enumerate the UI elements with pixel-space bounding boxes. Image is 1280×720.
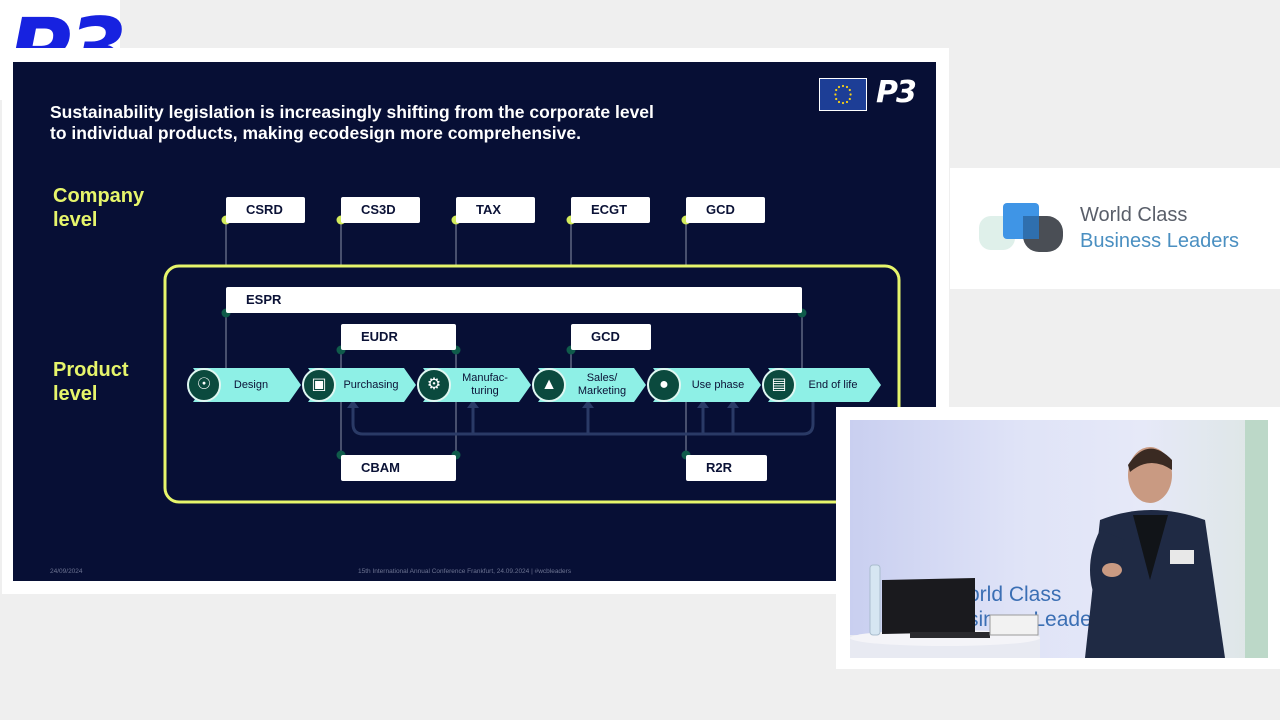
wcbl-title-line-2: Business Leaders — [1080, 230, 1239, 252]
slide-footer-conference: 15th International Annual Conference Fra… — [358, 568, 572, 575]
regulation-tax: TAX — [456, 197, 535, 223]
wcbl-title-line-1: World Class — [1080, 204, 1188, 226]
regulation-gcd-company: GCD — [686, 197, 765, 223]
slide-headline: Sustainability legislation is increasing… — [50, 102, 790, 144]
company-level-label: Company level — [53, 184, 144, 232]
legislation-diagram — [163, 215, 901, 504]
phase-purchasing-label: Purchasing — [343, 379, 399, 391]
phase-sales-marketing: Sales/ Marketing — [569, 372, 635, 398]
regulation-cbam: CBAM — [341, 455, 456, 481]
regulation-gcd-product: GCD — [571, 324, 651, 350]
regulation-csrd: CSRD — [226, 197, 305, 223]
headline-line-1: Sustainability legislation is increasing… — [50, 102, 654, 122]
phase-sales-label-2: Marketing — [577, 385, 627, 397]
phase-use-label: Use phase — [691, 379, 745, 391]
phase-use: Use phase — [685, 379, 751, 392]
company-level-line-1: Company — [53, 185, 145, 207]
phase-manufacturing-label-2: turing — [471, 385, 499, 397]
headline-line-2: to individual products, making ecodesign… — [50, 123, 581, 143]
p3-slide-logo: P3 — [876, 75, 917, 110]
product-level-line-2: level — [53, 383, 98, 405]
regulation-ecgt: ECGT — [571, 197, 650, 223]
eu-flag-icon — [819, 78, 867, 111]
phase-end-of-life-label: End of life — [808, 379, 858, 391]
product-level-line-1: Product — [53, 359, 129, 381]
company-level-line-2: level — [53, 209, 98, 231]
phase-purchasing: Purchasing — [338, 379, 404, 392]
phase-design-label: Design — [233, 379, 269, 391]
megaphone-icon: ▲ — [532, 368, 566, 402]
regulation-r2r: R2R — [686, 455, 767, 481]
backdrop-line-1: orld Class — [968, 583, 1062, 606]
wcbl-logo-panel: World Class Business Leaders — [950, 168, 1280, 289]
gear-icon: ⚙ — [417, 368, 451, 402]
user-icon: ● — [647, 368, 681, 402]
lightbulb-icon: ☉ — [187, 368, 221, 402]
trash-icon: ▤ — [762, 368, 796, 402]
regulation-eudr: EUDR — [341, 324, 456, 350]
regulation-cs3d: CS3D — [341, 197, 420, 223]
regulation-espr: ESPR — [226, 287, 802, 313]
phase-end-of-life: End of life — [800, 379, 866, 392]
product-level-label: Product level — [53, 358, 129, 406]
phase-manufacturing: Manufac- turing — [455, 372, 515, 398]
phase-manufacturing-label-1: Manufac- — [462, 372, 508, 384]
speaker-camera-feed: orld Class siness Leade — [850, 420, 1268, 658]
slide-footer-date: 24/09/2024 — [50, 568, 83, 575]
presentation-slide: Sustainability legislation is increasing… — [13, 62, 936, 581]
wcbl-speech-bubbles-icon — [979, 203, 1063, 252]
phase-sales-label-1: Sales/ — [586, 372, 618, 384]
phase-design: Design — [223, 379, 279, 392]
minecart-icon: ▣ — [302, 368, 336, 402]
speaker-scene — [850, 420, 1268, 658]
